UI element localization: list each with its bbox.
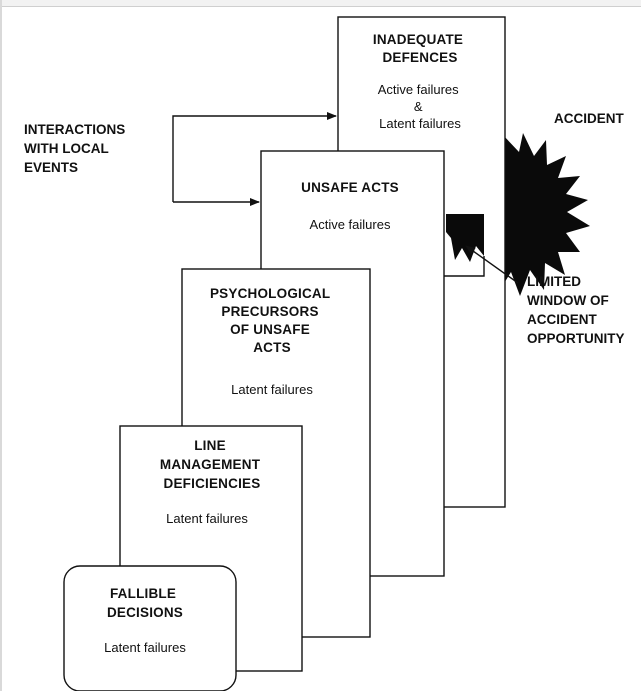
interactions-upper-arrow: [172, 112, 337, 202]
layer-inadequate-defences-title: INADEQUATE DEFENCES: [373, 32, 467, 65]
layer-fallible-decisions: FALLIBLE DECISIONS Latent failures: [63, 565, 237, 691]
scan-left-edge: [0, 0, 2, 691]
scan-top-edge: [0, 0, 641, 7]
limited-window-label: LIMITED WINDOW OF ACCIDENT OPPORTUNITY: [527, 274, 625, 346]
layer-line-management-detail: Latent failures: [166, 511, 248, 526]
window-notch-frame: [444, 256, 485, 277]
accident-starburst-icon: [503, 133, 590, 296]
layer-line-management-title: LINE MANAGEMENT DEFICIENCIES: [160, 438, 264, 491]
layer-psychological-precursors-title: PSYCHOLOGICAL PRECURSORS OF UNSAFE ACTS: [210, 286, 334, 355]
layer-fallible-decisions-detail: Latent failures: [104, 640, 186, 655]
interactions-label: INTERACTIONS WITH LOCAL EVENTS: [24, 122, 129, 175]
limited-window-arrow: [465, 245, 519, 284]
layer-fallible-decisions-box: [63, 565, 237, 691]
layer-psychological-precursors-detail: Latent failures: [231, 382, 313, 397]
layer-unsafe-acts-detail: Active failures: [310, 217, 391, 232]
layer-fallible-decisions-title: FALLIBLE DECISIONS: [107, 586, 183, 620]
layer-inadequate-defences-detail: Active failures & Latent failures: [378, 82, 463, 131]
interactions-connector: [172, 112, 337, 206]
accident-label: ACCIDENT: [554, 111, 625, 126]
layer-unsafe-acts-title: UNSAFE ACTS: [301, 180, 399, 195]
